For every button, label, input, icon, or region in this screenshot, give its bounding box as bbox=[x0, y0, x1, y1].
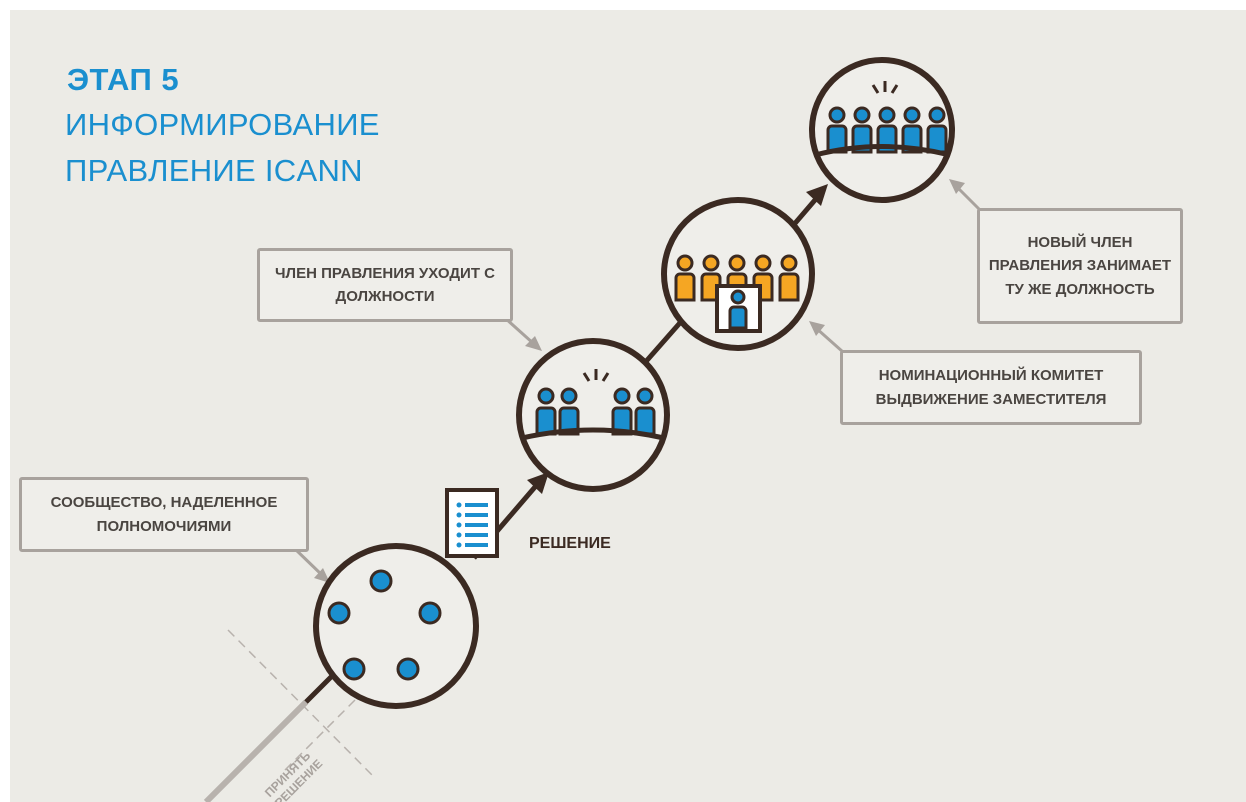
diagram-canvas: ЭТАП 5 ИНФОРМИРОВАНИЕ ПРАВЛЕНИЕ ICANN СО… bbox=[10, 10, 1246, 802]
pointer-head bbox=[809, 321, 825, 336]
pointer-head bbox=[314, 568, 330, 583]
callout-text: НОВЫЙ ЧЛЕН ПРАВЛЕНИЯ ЗАНИМАЕТ ТУ ЖЕ ДОЛЖ… bbox=[988, 234, 1172, 298]
callout-text: НОМИНАЦИОННЫЙ КОМИТЕТ ВЫДВИЖЕНИЕ ЗАМЕСТИ… bbox=[875, 367, 1107, 408]
path-start-segment bbox=[203, 699, 309, 802]
community-member-dot bbox=[369, 569, 393, 593]
diagram-graphics bbox=[203, 57, 984, 802]
community-member-dot bbox=[327, 601, 351, 625]
callout-nomcom: НОМИНАЦИОННЫЙ КОМИТЕТ ВЫДВИЖЕНИЕ ЗАМЕСТИ… bbox=[840, 350, 1142, 425]
dashed-guide-line bbox=[284, 684, 371, 771]
callout-member-leaves: ЧЛЕН ПРАВЛЕНИЯ УХОДИТ С ДОЛЖНОСТИ bbox=[257, 248, 513, 322]
document-icon bbox=[445, 488, 499, 558]
arrow-head bbox=[806, 184, 828, 206]
stage-title: ЭТАП 5 bbox=[67, 62, 180, 97]
callout-pointer bbox=[503, 316, 536, 346]
nominating-committee-circle bbox=[661, 197, 815, 351]
callout-text: СООБЩЕСТВО, НАДЕЛЕННОЕ ПОЛНОМОЧИЯМИ bbox=[50, 494, 278, 535]
path-segment bbox=[640, 314, 688, 368]
board-member-leaves-circle bbox=[516, 338, 670, 492]
callout-community: СООБЩЕСТВО, НАДЕЛЕННОЕ ПОЛНОМОЧИЯМИ bbox=[19, 477, 309, 552]
dashed-guide-line bbox=[227, 629, 376, 779]
community-member-dot bbox=[396, 657, 420, 681]
callout-pointer bbox=[954, 184, 984, 214]
community-circle bbox=[313, 543, 479, 709]
arrow-head bbox=[527, 472, 549, 494]
stage-subtitle: ПРАВЛЕНИЕ ICANN bbox=[65, 153, 363, 188]
decision-label: РЕШЕНИЕ bbox=[529, 535, 611, 552]
community-member-dot bbox=[418, 601, 442, 625]
callout-new-member: НОВЫЙ ЧЛЕН ПРАВЛЕНИЯ ЗАНИМАЕТ ТУ ЖЕ ДОЛЖ… bbox=[977, 208, 1183, 324]
callout-pointer bbox=[815, 326, 844, 354]
stage-subtitle: ИНФОРМИРОВАНИЕ bbox=[65, 107, 380, 142]
callout-text: ЧЛЕН ПРАВЛЕНИЯ УХОДИТ С ДОЛЖНОСТИ bbox=[275, 264, 495, 305]
pointer-head bbox=[949, 179, 965, 194]
pointer-head bbox=[525, 336, 542, 351]
new-board-member-circle bbox=[809, 57, 955, 203]
community-member-dot bbox=[342, 657, 366, 681]
